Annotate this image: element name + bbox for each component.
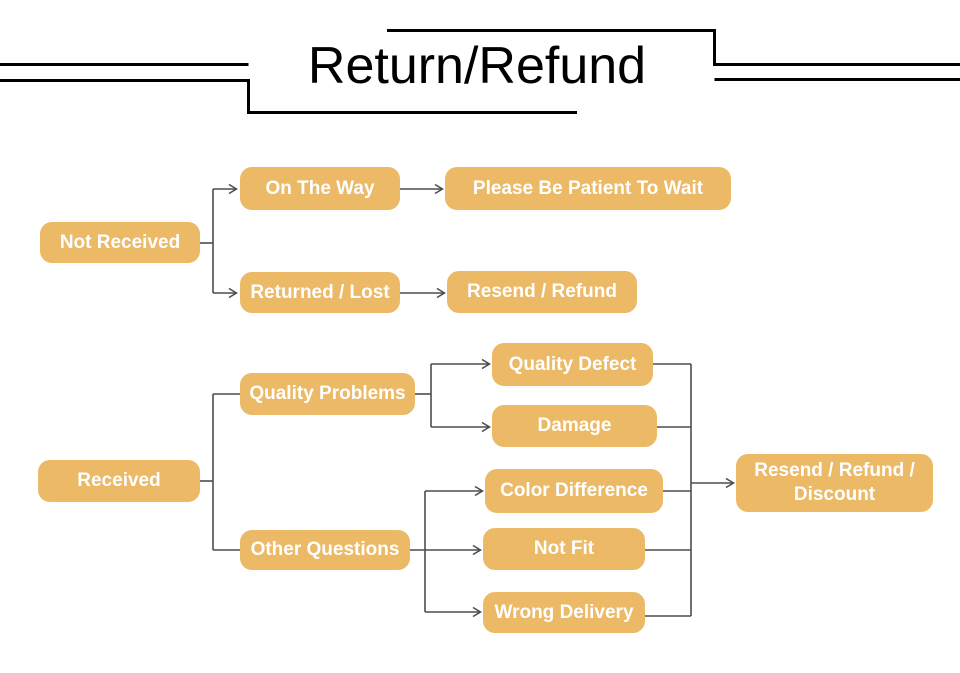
node-not-received: Not Received bbox=[40, 222, 200, 263]
node-resend-refund: Resend / Refund bbox=[447, 271, 637, 313]
node-quality-problems: Quality Problems bbox=[240, 373, 415, 415]
node-wrong-delivery: Wrong Delivery bbox=[483, 592, 645, 633]
node-quality-defect: Quality Defect bbox=[492, 343, 653, 386]
node-on-the-way: On The Way bbox=[240, 167, 400, 210]
node-received: Received bbox=[38, 460, 200, 502]
node-damage: Damage bbox=[492, 405, 657, 447]
node-color-difference: Color Difference bbox=[485, 469, 663, 513]
node-please-be-patient: Please Be Patient To Wait bbox=[445, 167, 731, 210]
node-other-questions: Other Questions bbox=[240, 530, 410, 570]
node-not-fit: Not Fit bbox=[483, 528, 645, 570]
node-returned-lost: Returned / Lost bbox=[240, 272, 400, 313]
node-resend-refund-discount: Resend / Refund / Discount bbox=[736, 454, 933, 512]
page-title: Return/Refund bbox=[307, 37, 647, 95]
